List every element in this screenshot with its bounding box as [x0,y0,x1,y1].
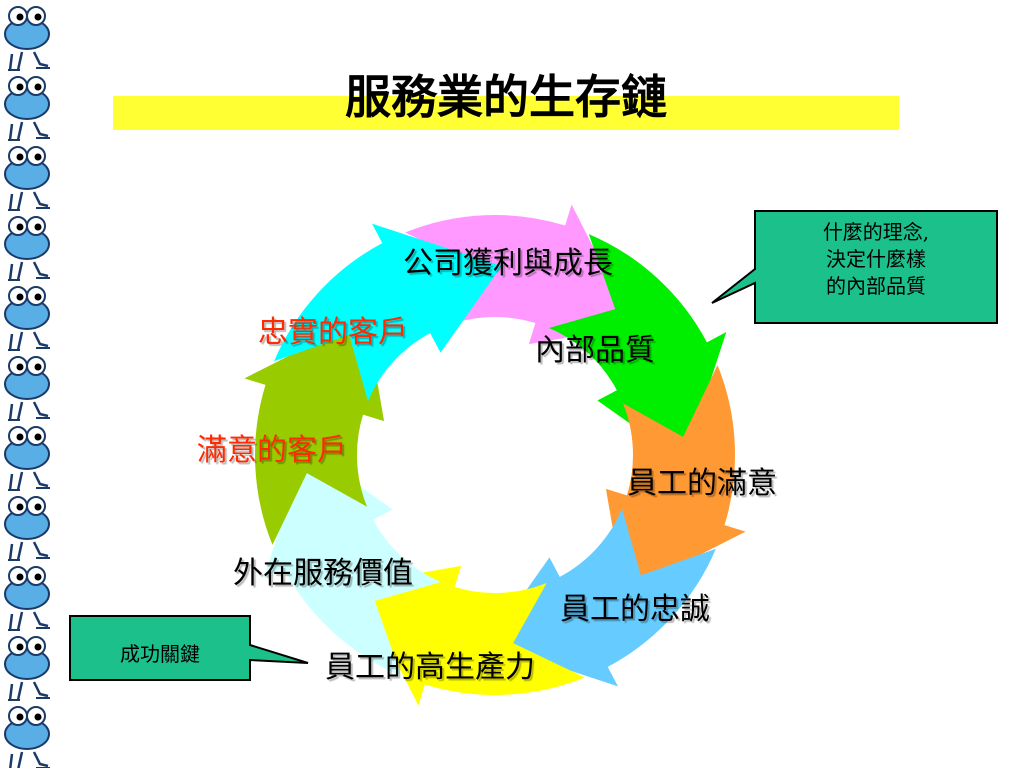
label-employee-satisfaction: 員工的滿意 [627,466,777,501]
decorative-border [4,6,50,768]
cartoon-figure-icon [4,496,50,561]
arrow-segment-satisfied-customers [244,316,385,545]
cartoon-figure-icon [4,566,50,631]
label-employee-productivity: 員工的高生產力 [325,650,535,685]
callout-success-key-text: 成功關鍵 [120,642,200,666]
arrow-segment-loyal-customers [274,223,502,402]
cartoon-figure-icon [4,426,50,491]
cartoon-figure-icon [4,146,50,211]
cartoon-figure-icon [4,706,50,768]
label-internal-quality: 內部品質 [535,333,655,368]
arrow-segment-employee-productivity [356,565,585,706]
arrow-segment-employee-satisfaction [605,365,746,594]
cartoon-figure-icon [4,356,50,421]
label-satisfied-customers: 滿意的客戶 [197,433,347,468]
label-external-service-value: 外在服務價值 [233,556,413,591]
callout-success-key-box [69,615,309,681]
cartoon-figure-icon [4,76,50,141]
cartoon-figure-icon [4,636,50,701]
cartoon-figure-icon [4,6,50,71]
arrow-segment-employee-loyalty [488,508,716,687]
callout-internal-quality-box [711,210,998,324]
label-company-profit-growth: 公司獲利與成長 [403,246,613,281]
arrow-segment-internal-quality [548,234,727,462]
label-loyal-customers: 忠實的客戶 [258,315,408,350]
cartoon-figure-icon [4,216,50,281]
arrow-segment-external-value [263,448,442,676]
cartoon-figure-icon [4,286,50,351]
title-highlight-bar [113,96,899,130]
callout-internal-quality-text: 什麼的理念, 決定什麼樣 的內部品質 [822,220,930,298]
slide-title: 服務業的生存鏈 [345,70,667,124]
label-employee-loyalty: 員工的忠誠 [560,592,710,627]
